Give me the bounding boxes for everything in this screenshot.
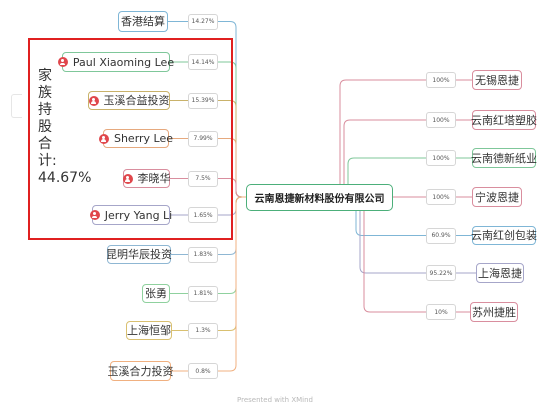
family-label-char: 合 [38, 136, 52, 152]
subsidiary-name: 云南德新纸业 [471, 151, 537, 165]
watermark: Presented with XMind [237, 396, 313, 404]
person-icon [88, 95, 99, 106]
person-icon [89, 210, 100, 220]
subsidiary-node[interactable]: 云南德新纸业 [471, 148, 537, 168]
connector-curve [218, 196, 246, 372]
connector-curve [359, 197, 426, 274]
shareholder-name: 玉溪合益投资 [103, 94, 170, 107]
shareholder-node[interactable]: 上海恒邹 [126, 321, 172, 340]
subsidiary-percent: 100% [426, 150, 456, 166]
person-icon [122, 173, 133, 184]
connector-curve [339, 79, 426, 197]
shareholding-percent: 7.5% [188, 170, 218, 187]
shareholder-name: 香港结算 [121, 15, 165, 28]
shareholder-name: 昆明华辰投资 [106, 248, 172, 261]
family-label-char: 持 [38, 102, 52, 118]
shareholder-node[interactable]: 香港结算 [118, 11, 168, 32]
family-label-char: 族 [38, 85, 52, 101]
subsidiary-name: 苏州捷胜 [472, 305, 516, 319]
connector-curve [347, 157, 426, 197]
subsidiary-node[interactable]: 云南红塔塑胶 [471, 110, 537, 130]
shareholding-percent: 1.83% [188, 246, 218, 263]
subsidiary-percent: 95.22% [426, 265, 456, 281]
subsidiary-name: 无锡恩捷 [475, 73, 519, 87]
subsidiary-node[interactable]: 宁波恩捷 [472, 187, 522, 207]
shareholding-percent: 14.14% [188, 54, 218, 70]
connector-curve [355, 197, 426, 236]
shareholder-node[interactable]: 李晓华 [122, 169, 171, 188]
person-icon [57, 57, 68, 67]
family-holding-highlight [28, 38, 233, 240]
subsidiary-name: 云南红塔塑胶 [471, 113, 537, 127]
shareholder-name: Sherry Lee [113, 132, 174, 145]
subsidiary-percent: 100% [426, 112, 456, 128]
shareholder-name: Jerry Yang Li [104, 208, 173, 222]
shareholding-percent: 0.8% [188, 363, 218, 379]
subsidiary-node[interactable]: 苏州捷胜 [470, 302, 518, 322]
subsidiary-percent: 60.9% [426, 227, 456, 244]
shareholding-percent: 1.3% [188, 322, 218, 339]
collapsed-branch-marker [11, 94, 22, 118]
family-holding-label: 家 族 持 股 合 计: 44.67% [37, 68, 92, 187]
subsidiary-percent: 10% [426, 304, 456, 320]
subsidiary-node[interactable]: 无锡恩捷 [472, 70, 522, 90]
connector-curve [343, 119, 426, 197]
central-company-node[interactable]: 云南恩捷新材料股份有限公司 [246, 184, 393, 211]
shareholder-node[interactable]: 张勇 [142, 284, 170, 303]
shareholder-node[interactable]: Sherry Lee [98, 129, 173, 148]
family-label-char: 计: [38, 153, 57, 169]
shareholder-node[interactable]: 昆明华辰投资 [106, 245, 172, 264]
subsidiary-node[interactable]: 上海恩捷 [476, 263, 524, 283]
shareholder-name: 李晓华 [137, 172, 171, 185]
subsidiary-percent: 100% [426, 189, 456, 205]
person-icon [98, 133, 109, 144]
shareholder-node[interactable]: Paul Xiaoming Lee [57, 52, 174, 72]
shareholding-percent: 1.65% [188, 207, 218, 223]
shareholding-percent: 7.99% [188, 130, 218, 147]
shareholding-percent: 14.27% [188, 13, 218, 30]
subsidiary-name: 宁波恩捷 [475, 190, 519, 204]
shareholder-node[interactable]: 玉溪合力投资 [107, 361, 174, 381]
family-label-char: 股 [38, 119, 52, 135]
family-label-char: 家 [38, 68, 52, 84]
family-total: 44.67% [38, 170, 92, 186]
shareholder-node[interactable]: Jerry Yang Li [89, 205, 173, 225]
shareholder-name: 张勇 [145, 287, 167, 300]
shareholder-node[interactable]: 玉溪合益投资 [88, 91, 170, 110]
subsidiary-node[interactable]: 云南红创包装 [471, 226, 537, 245]
subsidiary-name: 上海恩捷 [478, 266, 522, 280]
subsidiary-name: 云南红创包装 [471, 229, 537, 242]
subsidiary-percent: 100% [426, 72, 456, 88]
connector-curve [363, 197, 426, 313]
shareholding-percent: 15.39% [188, 92, 218, 109]
shareholder-name: 玉溪合力投资 [107, 364, 174, 378]
shareholder-name: 上海恒邹 [127, 324, 171, 337]
shareholding-percent: 1.81% [188, 285, 218, 302]
shareholder-name: Paul Xiaoming Lee [72, 55, 175, 69]
